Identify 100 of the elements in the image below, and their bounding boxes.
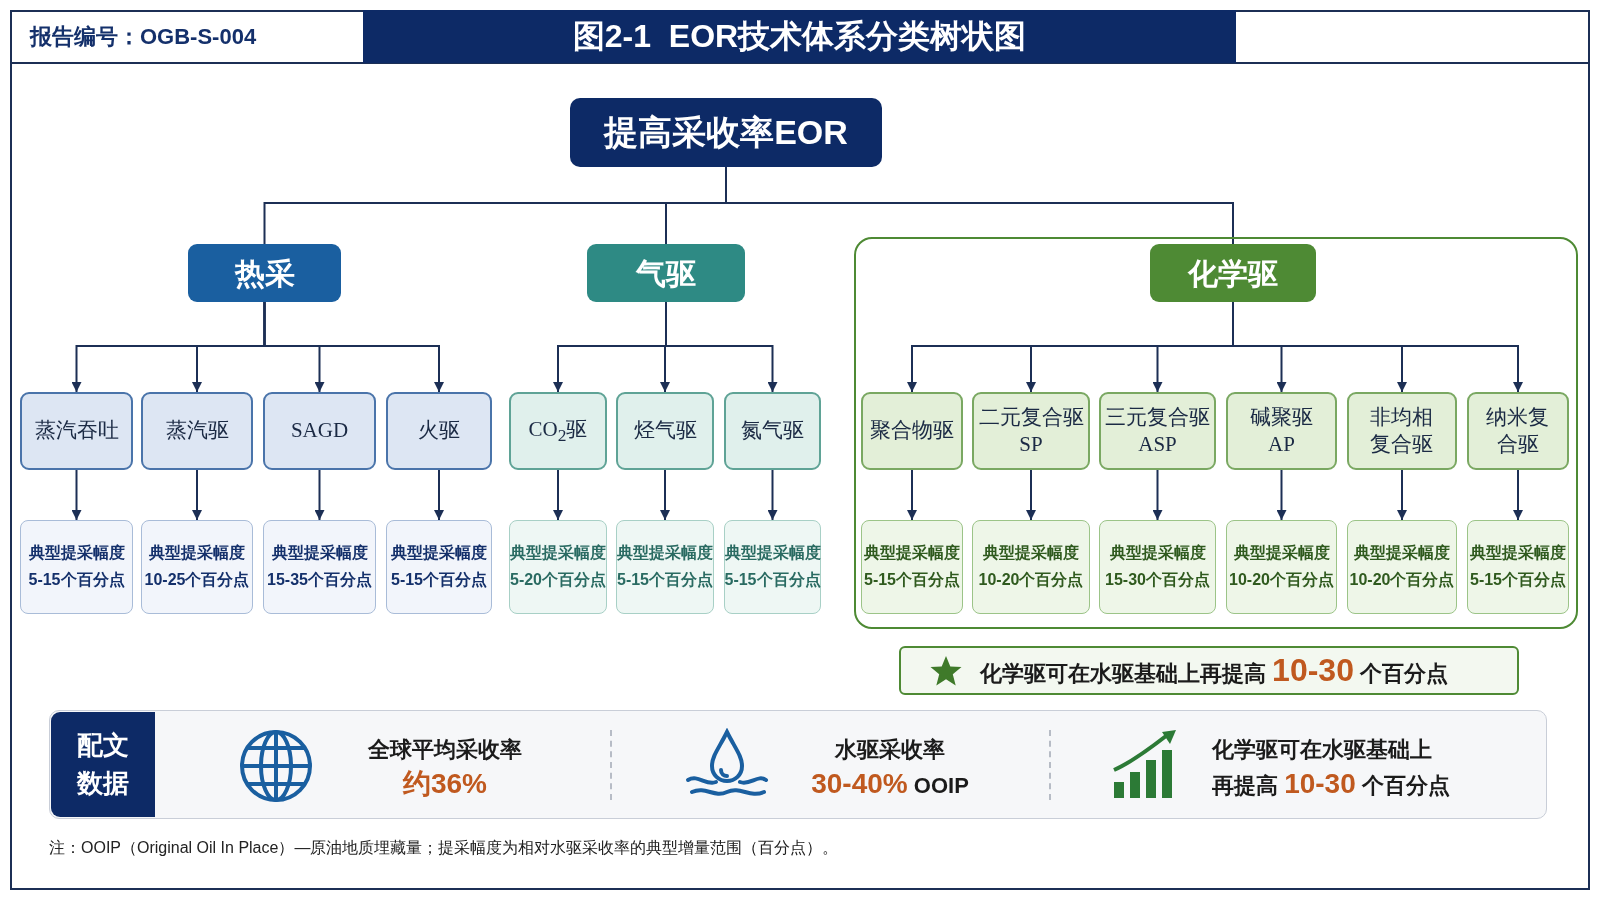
method-box xyxy=(1226,392,1337,470)
root-box xyxy=(570,98,882,167)
title-banner: 图2-1 EOR技术体系分类树状图 xyxy=(363,10,1236,63)
method-box xyxy=(509,392,607,470)
range-box xyxy=(20,520,133,614)
method-name: 三元复合驱 ASP xyxy=(1104,403,1211,458)
range-value: 5-15个百分点 xyxy=(864,570,960,590)
method-box xyxy=(386,392,492,470)
arrow xyxy=(71,469,82,521)
range-value: 5-20个百分点 xyxy=(510,570,606,590)
category-title: 气驱 xyxy=(636,255,696,292)
note-text: 化学驱可在水驱基础上再提高 10-30 个百分点 xyxy=(979,650,1449,690)
range-box xyxy=(724,520,821,614)
method-box xyxy=(20,392,133,470)
range-heading: 典型提采幅度 xyxy=(1233,543,1330,564)
node-title: 提高采收率EOR xyxy=(604,112,848,154)
range-value: 5-15个百分点 xyxy=(617,570,713,590)
category-box xyxy=(1150,244,1316,302)
range-box xyxy=(861,520,963,614)
group-frame xyxy=(854,237,1578,629)
highlight-box xyxy=(899,646,1519,695)
method-name: 蒸汽驱 xyxy=(165,417,229,445)
range-heading: 典型提采幅度 xyxy=(149,543,245,564)
footnote: 注：OOIP（Original Oil In Place）—原油地质埋藏量；提采幅度为相对水驱采收率的典型增量范围（百分点）。 xyxy=(49,838,840,858)
method-name: 聚合物驱 xyxy=(870,417,954,445)
category-title: 化学驱 xyxy=(1188,255,1278,292)
method-name: SAGD xyxy=(290,417,349,445)
stat-title: 全球平均采收率 xyxy=(367,736,523,764)
range-value: 10-20个百分点 xyxy=(1349,570,1455,590)
range-value: 5-15个百分点 xyxy=(724,570,821,590)
arrow xyxy=(1276,469,1287,521)
arrow xyxy=(665,301,778,393)
arrow xyxy=(1232,301,1523,393)
arrow xyxy=(1026,469,1036,521)
method-box xyxy=(1467,392,1569,470)
range-box xyxy=(1467,520,1569,614)
range-box xyxy=(263,520,376,614)
range-box xyxy=(1347,520,1457,614)
arrow xyxy=(1152,469,1163,521)
stat-text: 化学驱可在水驱基础上 xyxy=(1212,736,1433,764)
category-box xyxy=(587,244,745,302)
method-name: 碱聚驱 AP xyxy=(1249,403,1314,458)
range-value: 5-15个百分点 xyxy=(28,570,125,590)
range-heading: 典型提采幅度 xyxy=(983,543,1079,564)
report-number: 报告编号：OGB-S-004 xyxy=(28,23,258,51)
method-name: 非均相复合驱 xyxy=(1369,403,1435,458)
arrow xyxy=(192,469,202,521)
method-box xyxy=(724,392,821,470)
section-label: 配文数据 xyxy=(51,712,155,817)
arrow xyxy=(553,469,563,521)
arrow xyxy=(660,469,670,521)
method-name: 氮气驱 xyxy=(741,417,804,445)
method-box xyxy=(263,392,376,470)
method-name: 二元复合驱 SP xyxy=(977,403,1085,458)
range-heading: 典型提采幅度 xyxy=(1470,543,1566,564)
method-box xyxy=(972,392,1090,470)
range-value: 10-25个百分点 xyxy=(144,570,250,590)
arrow xyxy=(907,469,917,521)
range-box xyxy=(616,520,714,614)
method-name: 纳米复合驱 xyxy=(1485,403,1551,458)
method-box xyxy=(616,392,714,470)
method-name: CO$_{2}$驱 xyxy=(528,415,588,447)
range-value: 10-20个百分点 xyxy=(978,570,1084,590)
range-value: 15-35个百分点 xyxy=(267,570,372,590)
arrow xyxy=(767,469,778,521)
range-heading: 典型提采幅度 xyxy=(271,543,368,564)
method-box xyxy=(1347,392,1457,470)
range-heading: 典型提采幅度 xyxy=(1109,543,1206,564)
range-box xyxy=(509,520,607,614)
range-box xyxy=(1226,520,1337,614)
method-box xyxy=(141,392,253,470)
stat-value: 约36% xyxy=(401,767,488,801)
method-box xyxy=(1099,392,1216,470)
arrow xyxy=(1397,469,1407,521)
range-value: 5-15个百分点 xyxy=(391,570,487,590)
range-box xyxy=(1099,520,1216,614)
stat-value: 30-40% OOIP xyxy=(810,767,970,801)
category-box xyxy=(188,244,341,302)
method-name: 火驱 xyxy=(418,417,460,445)
range-box xyxy=(386,520,492,614)
range-value: 5-15个百分点 xyxy=(1470,570,1566,590)
stat-title: 水驱采收率 xyxy=(833,736,946,764)
arrow xyxy=(263,301,444,393)
range-heading: 典型提采幅度 xyxy=(1354,543,1450,564)
arrow xyxy=(314,469,325,521)
stat-text: 再提高 10-30 个百分点 xyxy=(1212,766,1451,801)
range-value: 15-30个百分点 xyxy=(1105,570,1210,590)
range-heading: 典型提采幅度 xyxy=(28,543,125,564)
range-heading: 典型提采幅度 xyxy=(617,543,713,564)
range-box xyxy=(141,520,253,614)
method-name: 蒸汽吞吐 xyxy=(34,417,119,445)
arrow xyxy=(1513,469,1523,521)
arrow xyxy=(434,469,444,521)
range-heading: 典型提采幅度 xyxy=(510,543,606,564)
range-heading: 典型提采幅度 xyxy=(864,543,960,564)
method-name: 烃气驱 xyxy=(633,417,697,445)
range-value: 10-20个百分点 xyxy=(1229,570,1334,590)
method-box xyxy=(861,392,963,470)
range-box xyxy=(972,520,1090,614)
range-heading: 典型提采幅度 xyxy=(391,543,487,564)
